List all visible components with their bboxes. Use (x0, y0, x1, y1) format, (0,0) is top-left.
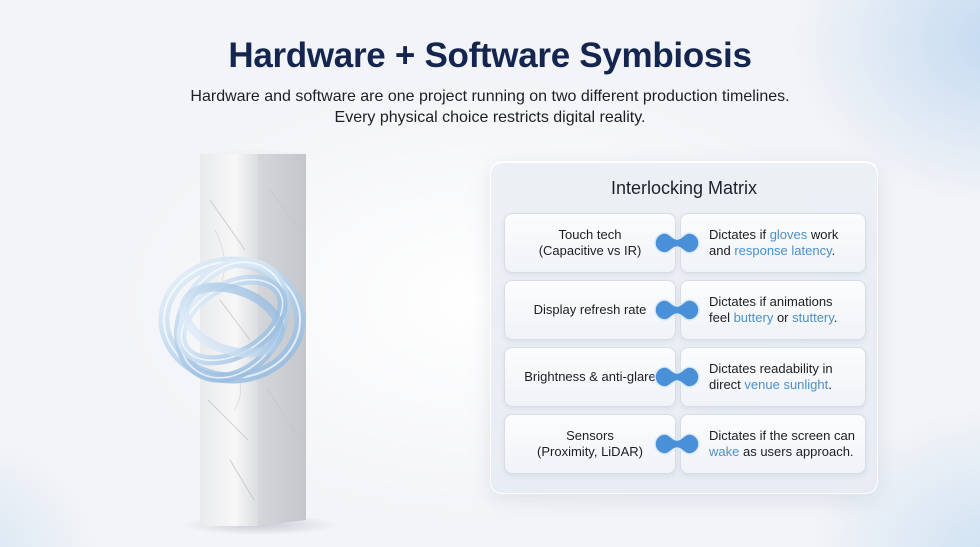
software-line-2: and response latency. (709, 243, 836, 258)
software-cell: Dictates if the screen can wake as users… (680, 414, 866, 474)
software-line-1: Dictates readability in (709, 360, 833, 376)
matrix-row-touch-tech: Touch tech (Capacitive vs IR) Dictates i… (504, 213, 866, 273)
subtitle-line-2: Every physical choice restricts digital … (334, 109, 646, 126)
matrix-row-refresh-rate: Display refresh rate Dictates if animati… (504, 280, 866, 340)
software-cell: Dictates if gloves work and response lat… (680, 213, 866, 273)
software-line-1: Dictates if gloves work (709, 226, 839, 242)
software-cell: Dictates if animations feel buttery or s… (680, 280, 866, 340)
page-title: Hardware + Software Symbiosis (228, 36, 752, 75)
software-line-1: Dictates if the screen can (709, 427, 855, 443)
hardware-label: Sensors (566, 427, 614, 443)
software-line-2: wake as users approach. (709, 444, 854, 459)
software-line-2: feel buttery or stuttery. (709, 310, 838, 325)
link-connector-icon (654, 433, 700, 455)
software-line-1: Dictates if animations (709, 293, 833, 309)
hardware-cell: Sensors (Proximity, LiDAR) (504, 414, 676, 474)
software-line-2: direct venue sunlight. (709, 377, 832, 392)
matrix-row-sensors: Sensors (Proximity, LiDAR) Dictates if t… (504, 414, 866, 474)
link-connector-icon (654, 366, 700, 388)
hardware-label: Brightness & anti-glare (524, 368, 656, 384)
subtitle-line-1: Hardware and software are one project ru… (190, 88, 790, 105)
hardware-cell: Display refresh rate (504, 280, 676, 340)
hardware-detail: (Capacitive vs IR) (538, 243, 642, 258)
hardware-label: Display refresh rate (533, 301, 647, 317)
software-cell: Dictates readability in direct venue sun… (680, 347, 866, 407)
hardware-detail: (Proximity, LiDAR) (537, 444, 643, 459)
hardware-cell: Brightness & anti-glare (504, 347, 676, 407)
page-subtitle: Hardware and software are one project ru… (0, 86, 980, 128)
link-connector-icon (654, 299, 700, 321)
hardware-label: Touch tech (558, 226, 622, 242)
matrix-title: Interlocking Matrix (610, 178, 758, 198)
link-connector-icon (654, 232, 700, 254)
interlocking-matrix-panel: Interlocking Matrix Touch tech (Capaciti… (490, 161, 878, 494)
hardware-cell: Touch tech (Capacitive vs IR) (504, 213, 676, 273)
matrix-row-brightness: Brightness & anti-glare Dictates readabi… (504, 347, 866, 407)
marble-pillar-with-glass-rings-icon (158, 148, 340, 535)
